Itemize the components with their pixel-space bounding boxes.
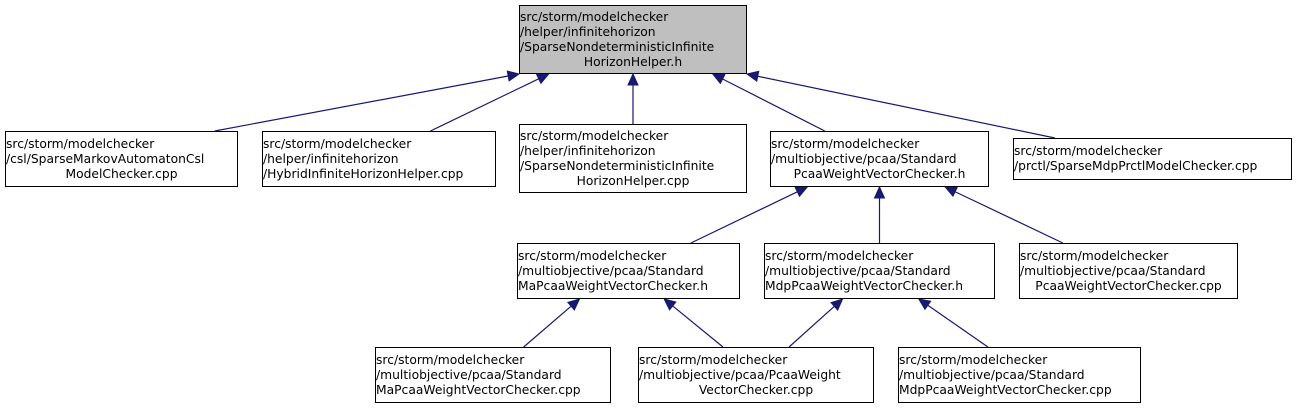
node-line: src/storm/modelchecker <box>1020 248 1169 263</box>
edge-std_ma_cpp-to-std_ma_h <box>523 305 572 348</box>
node-hybrid-infinite-horizon-helper-cpp[interactable]: src/storm/modelchecker /helper/infiniteh… <box>262 131 496 187</box>
arrowhead-prctl_cpp-to-root <box>745 70 760 82</box>
node-line: HorizonHelper.h <box>583 54 683 69</box>
node-line: /helper/infinitehorizon <box>520 24 656 39</box>
node-standard-pcaa-weight-vector-checker-cpp[interactable]: src/storm/modelchecker /multiobjective/p… <box>1019 243 1238 299</box>
node-sparse-nondeterministic-infinite-horizon-helper-cpp[interactable]: src/storm/modelchecker /helper/infiniteh… <box>519 124 747 193</box>
node-sparse-markov-automaton-csl-model-checker-cpp[interactable]: src/storm/modelchecker /csl/SparseMarkov… <box>5 131 238 187</box>
node-line: MaPcaaWeightVectorChecker.h <box>518 278 709 293</box>
arrowhead-std_ma_cpp-to-std_ma_h <box>566 298 581 311</box>
edge-std_mdp_cpp-to-std_mdp_h <box>927 304 989 348</box>
node-line: PcaaWeightVectorChecker.h <box>793 166 966 181</box>
edge-prctl_cpp-to-root <box>757 75 1055 139</box>
edge-pcaa_cpp-to-std_mdp_h <box>788 305 835 348</box>
node-line: src/storm/modelchecker <box>899 352 1048 367</box>
arrowhead-hybrid_cpp-to-root <box>535 73 550 85</box>
node-line: /multiobjective/pcaa/Standard <box>376 367 562 382</box>
node-standard-mdp-pcaa-weight-vector-checker-h[interactable]: src/storm/modelchecker /multiobjective/p… <box>764 243 995 299</box>
edge-csl_markov_cpp-to-root <box>214 75 509 132</box>
node-sparse-nondeterministic-infinite-horizon-helper-h[interactable]: src/storm/modelchecker /helper/infiniteh… <box>519 5 747 74</box>
node-line: /helper/infinitehorizon <box>263 151 399 166</box>
node-line: /HybridInfiniteHorizonHelper.cpp <box>263 166 464 181</box>
node-line: /multiobjective/pcaa/PcaaWeight <box>639 367 841 382</box>
node-line: VectorChecker.cpp <box>698 382 814 397</box>
node-line: src/storm/modelchecker <box>376 352 525 367</box>
arrowhead-std_ma_h-to-std_pcaa_h <box>794 186 809 198</box>
node-line: /prctl/SparseMdpPrctlModelChecker.cpp <box>1014 159 1258 173</box>
edge-std_pcaa_h-to-root <box>722 78 826 132</box>
node-line: src/storm/modelchecker <box>520 9 669 24</box>
node-line: src/storm/modelchecker <box>520 128 669 143</box>
node-line: /multiobjective/pcaa/Standard <box>765 263 951 278</box>
node-line: src/storm/modelchecker <box>1014 144 1163 158</box>
node-line: MdpPcaaWeightVectorChecker.cpp <box>899 382 1112 397</box>
edge-std_ma_h-to-std_pcaa_h <box>690 191 798 244</box>
node-line: src/storm/modelchecker <box>765 248 914 263</box>
node-line: /multiobjective/pcaa/Standard <box>518 263 704 278</box>
arrowhead-std_mdp_cpp-to-std_mdp_h <box>917 298 932 311</box>
node-pcaa-weight-vector-checker-cpp[interactable]: src/storm/modelchecker /multiobjective/p… <box>638 347 874 403</box>
node-standard-ma-pcaa-weight-vector-checker-h[interactable]: src/storm/modelchecker /multiobjective/p… <box>517 243 740 299</box>
node-line: src/storm/modelchecker <box>263 136 412 151</box>
edge-hybrid_cpp-to-root <box>430 78 539 132</box>
edge-std_pcaa_cpp-to-std_pcaa_h <box>954 191 1064 244</box>
node-sparse-mdp-prctl-model-checker-cpp[interactable]: src/storm/modelchecker /prctl/SparseMdpP… <box>1013 138 1292 180</box>
node-standard-pcaa-weight-vector-checker-h[interactable]: src/storm/modelchecker /multiobjective/p… <box>770 131 989 187</box>
node-line: ModelChecker.cpp <box>65 166 178 181</box>
node-line: /multiobjective/pcaa/Standard <box>899 367 1085 382</box>
arrowhead-std_mdp_h-to-std_pcaa_h <box>873 185 886 199</box>
arrowhead-sparse_nondet_cpp-to-root <box>627 72 639 86</box>
node-line: src/storm/modelchecker <box>639 352 788 367</box>
node-line: /SparseNondeterministicInfinite <box>520 39 715 54</box>
arrowhead-pcaa_cpp-to-std_mdp_h <box>830 298 844 311</box>
node-standard-mdp-pcaa-weight-vector-checker-cpp[interactable]: src/storm/modelchecker /multiobjective/p… <box>898 347 1141 403</box>
node-line: MaPcaaWeightVectorChecker.cpp <box>376 382 581 397</box>
node-line: /multiobjective/pcaa/Standard <box>771 151 957 166</box>
node-line: HorizonHelper.cpp <box>576 173 690 188</box>
node-line: src/storm/modelchecker <box>6 136 155 151</box>
node-line: MdpPcaaWeightVectorChecker.h <box>765 278 964 293</box>
node-line: src/storm/modelchecker <box>771 136 920 151</box>
node-line: /csl/SparseMarkovAutomatonCsl <box>6 151 205 166</box>
node-line: PcaaWeightVectorChecker.cpp <box>1035 278 1222 293</box>
node-line: /helper/infinitehorizon <box>520 143 656 158</box>
arrowhead-pcaa_cpp-to-std_ma_h <box>663 298 677 311</box>
node-line: /multiobjective/pcaa/Standard <box>1020 263 1206 278</box>
node-line: /SparseNondeterministicInfinite <box>520 158 715 173</box>
arrowhead-std_pcaa_cpp-to-std_pcaa_h <box>944 186 959 198</box>
arrowhead-csl_markov_cpp-to-root <box>506 70 521 82</box>
arrowhead-std_pcaa_h-to-root <box>711 73 726 85</box>
edge-pcaa_cpp-to-std_ma_h <box>672 305 724 348</box>
node-line: src/storm/modelchecker <box>518 248 667 263</box>
node-standard-ma-pcaa-weight-vector-checker-cpp[interactable]: src/storm/modelchecker /multiobjective/p… <box>375 347 611 403</box>
